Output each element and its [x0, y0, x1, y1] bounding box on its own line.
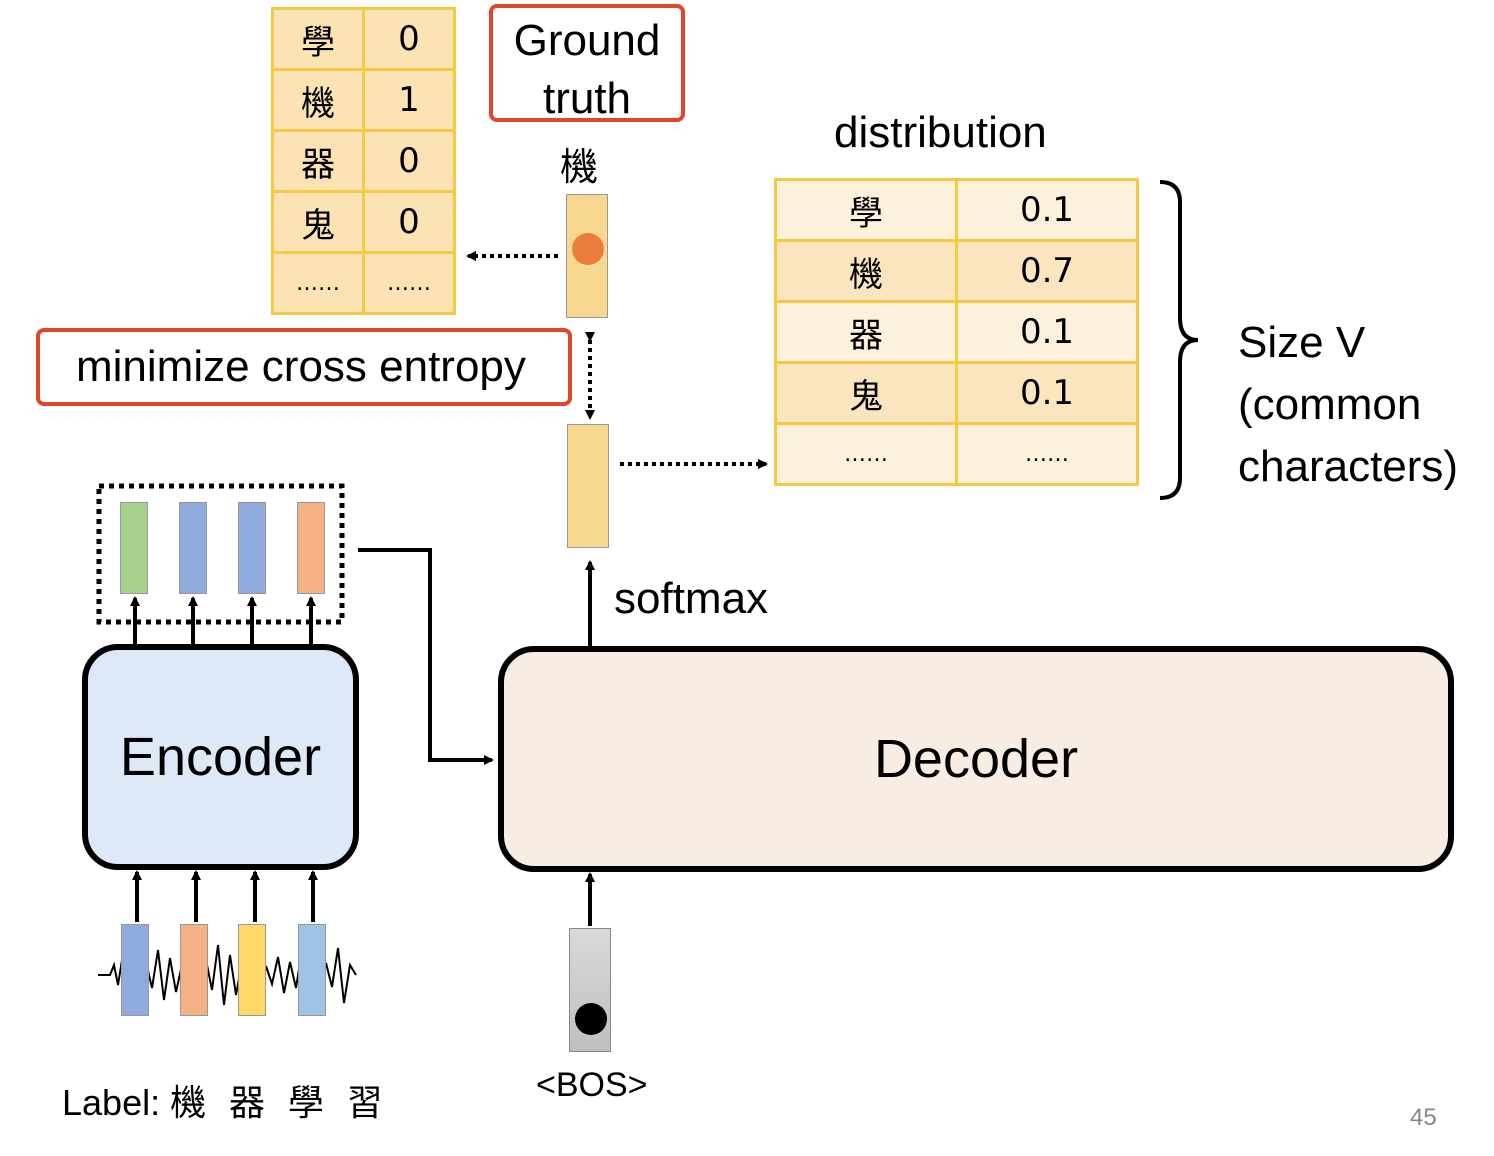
encoder-label: Encoder — [119, 727, 322, 787]
encoder-output-frame — [96, 483, 345, 625]
gt-char: 器 — [271, 129, 365, 193]
dist-char: 鬼 — [774, 361, 958, 425]
dist-value: 0.1 — [955, 178, 1139, 242]
one-hot-vector — [566, 194, 608, 318]
input-vector — [121, 924, 149, 1016]
input-vector — [180, 924, 208, 1016]
ground-truth-label: Ground truth — [513, 16, 661, 123]
encoder-output-vector — [179, 502, 207, 594]
dist-char: 機 — [774, 239, 958, 303]
label-chars: 機 器 學 習 — [170, 1083, 383, 1124]
bos-vector — [569, 928, 611, 1052]
decoder-block: Decoder — [498, 646, 1454, 872]
label-prefix: Label: — [62, 1082, 161, 1123]
cross-entropy-box: minimize cross entropy — [36, 328, 572, 406]
gt-value: 1 — [362, 68, 456, 132]
gt-char: 機 — [271, 68, 365, 132]
size-v-label: Size V (common characters) — [1238, 318, 1459, 491]
input-vector — [238, 924, 266, 1016]
gt-char: 學 — [271, 7, 365, 71]
gt-value: …… — [362, 251, 456, 315]
gt-char: 鬼 — [271, 190, 365, 254]
dist-value: 0.7 — [955, 239, 1139, 303]
encoder-output-vector — [120, 502, 148, 594]
encoder-output-vector — [297, 502, 325, 594]
dist-value: 0.1 — [955, 361, 1139, 425]
label-line: Label: 機 器 學 習 — [62, 1074, 383, 1126]
bos-dot — [575, 1003, 607, 1035]
dist-value: 0.1 — [955, 300, 1139, 364]
softmax-label: softmax — [614, 574, 769, 623]
bos-label: <BOS> — [536, 1066, 648, 1104]
input-vector — [298, 924, 326, 1016]
encoder-block: Encoder — [82, 644, 359, 870]
ground-truth-char: 機 — [560, 145, 599, 189]
dist-value: …… — [955, 422, 1139, 486]
encoder-output-vector — [238, 502, 266, 594]
page-number: 45 — [1410, 1104, 1437, 1131]
dist-char: 學 — [774, 178, 958, 242]
dist-char: …… — [774, 422, 958, 486]
gt-value: 0 — [362, 190, 456, 254]
decoder-label: Decoder — [873, 729, 1079, 789]
gt-value: 0 — [362, 129, 456, 193]
decoder-output-vector — [567, 424, 609, 548]
size-brace — [1159, 180, 1199, 500]
ground-truth-box: Ground truth — [489, 4, 685, 123]
one-hot-dot — [572, 233, 604, 265]
distribution-label: distribution — [834, 108, 1047, 157]
gt-value: 0 — [362, 7, 456, 71]
encoder-to-decoder-line — [358, 548, 494, 765]
cross-entropy-label: minimize cross entropy — [76, 342, 526, 391]
gt-char: …… — [271, 251, 365, 315]
dist-char: 器 — [774, 300, 958, 364]
